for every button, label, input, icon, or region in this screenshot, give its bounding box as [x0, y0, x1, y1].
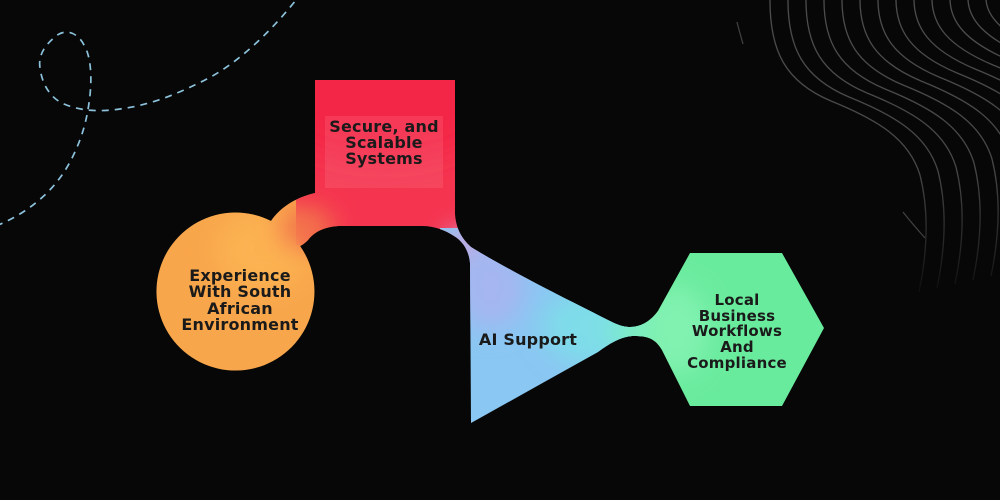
square-label-line: Systems — [345, 149, 423, 168]
hexagon-label-line: And — [720, 338, 754, 356]
triangle-label-line: AI Support — [479, 330, 577, 349]
contour-line — [913, 0, 1000, 81]
contour-line — [769, 0, 927, 293]
hexagon-node-label: Local Business Workflows And Compliance — [687, 291, 787, 372]
circle-label-line: Experience — [189, 266, 291, 285]
square-deep-red-blend — [267, 80, 503, 162]
circle-square-junction-blend — [280, 207, 334, 249]
hexagon-label-line: Business — [699, 307, 776, 325]
triangle-periwinkle-blend — [454, 245, 526, 329]
hexagon-label-line: Compliance — [687, 354, 787, 372]
process-flow-blob — [156, 80, 824, 423]
triangle-node-label: AI Support — [479, 330, 577, 349]
stray-line-decoration — [736, 21, 744, 45]
circle-node-label: Experience With South African Environmen… — [181, 266, 298, 334]
contour-line — [823, 0, 981, 281]
square-label-line: Secure, and — [329, 117, 438, 136]
contour-line — [931, 0, 1000, 69]
blob-gradient-fill — [156, 80, 824, 423]
square-node-label: Secure, and Scalable Systems — [329, 117, 438, 168]
circle-label-line: With South — [189, 282, 292, 301]
contour-line — [859, 0, 1000, 136]
contour-line — [967, 0, 1000, 44]
stray-line-decoration — [902, 211, 926, 239]
contour-line — [949, 0, 1000, 57]
contour-line — [877, 0, 1000, 112]
circle-label-line: Environment — [181, 315, 298, 334]
dashed-loop-decoration — [0, 0, 297, 226]
circle-label-line: African — [207, 299, 273, 318]
hexagon-label-line: Local — [714, 291, 759, 309]
square-label-line: Scalable — [345, 133, 422, 152]
hexagon-label-line: Workflows — [692, 322, 782, 340]
contour-line — [805, 0, 963, 285]
contour-line — [841, 0, 999, 277]
contour-line — [787, 0, 945, 289]
contour-line — [895, 0, 1000, 95]
contour-lines-decoration — [769, 0, 1000, 293]
square-inner-overlay — [325, 116, 443, 188]
